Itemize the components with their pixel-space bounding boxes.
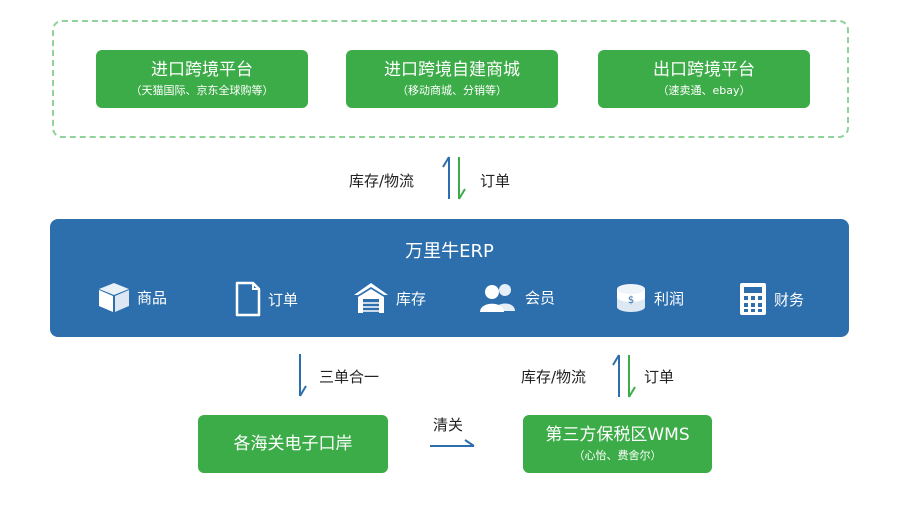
bidirectional-arrow-icon <box>612 354 636 398</box>
erp-module-order: 订单 <box>234 281 298 317</box>
platform-title: 进口跨境自建商城 <box>384 60 520 80</box>
clearance-label: 清关 <box>433 416 464 434</box>
down-arrow-icon <box>299 354 307 397</box>
customs-box: 各海关电子口岸 <box>198 415 388 473</box>
module-label: 会员 <box>525 288 556 307</box>
erp-title: 万里牛ERP <box>405 241 494 262</box>
box-icon <box>99 283 129 312</box>
platform-self-built-mall: 进口跨境自建商城 （移动商城、分销等） <box>346 50 558 108</box>
coins-icon: $ <box>617 284 645 312</box>
svg-text:$: $ <box>628 295 634 306</box>
bidirectional-arrow-icon <box>442 156 466 200</box>
module-label: 商品 <box>137 288 168 307</box>
right-arrow-icon <box>430 439 475 447</box>
platform-subtitle: （移动商城、分销等） <box>397 84 507 97</box>
erp-panel: 万里牛ERP 商品 订单 库存 <box>50 219 849 337</box>
platform-title: 进口跨境平台 <box>151 60 253 80</box>
module-label: 利润 <box>654 289 685 308</box>
flow-top-inventory-label: 库存/物流 <box>349 172 415 190</box>
calculator-icon <box>740 283 766 315</box>
platform-export-cross-border: 出口跨境平台 （速卖通、ebay） <box>598 50 810 108</box>
erp-module-product: 商品 <box>97 281 167 313</box>
customs-title: 各海关电子口岸 <box>233 434 353 454</box>
users-icon <box>480 284 515 312</box>
wms-subtitle: （心怡、费舍尔） <box>573 449 662 462</box>
erp-module-member: 会员 <box>477 281 555 313</box>
three-in-one-label: 三单合一 <box>319 368 380 386</box>
module-label: 订单 <box>268 290 299 309</box>
platform-subtitle: （天猫国际、京东全球购等） <box>130 84 274 97</box>
flow-bottom-inventory-label: 库存/物流 <box>521 368 587 386</box>
warehouse-icon <box>354 283 388 313</box>
module-label: 库存 <box>396 289 427 308</box>
platform-import-cross-border: 进口跨境平台 （天猫国际、京东全球购等） <box>96 50 308 108</box>
erp-module-inventory: 库存 <box>352 281 426 315</box>
flow-bottom-order-label: 订单 <box>644 368 675 386</box>
module-label: 财务 <box>774 290 805 309</box>
erp-module-profit: $ 利润 <box>614 281 684 315</box>
erp-module-finance: 财务 <box>738 281 804 317</box>
platform-subtitle: （速卖通、ebay） <box>657 84 751 97</box>
platforms-group <box>52 20 849 138</box>
wms-title: 第三方保税区WMS <box>545 425 690 445</box>
flow-top-order-label: 订单 <box>480 172 511 190</box>
wms-box: 第三方保税区WMS （心怡、费舍尔） <box>523 415 712 473</box>
platform-title: 出口跨境平台 <box>653 60 755 80</box>
document-icon <box>235 281 261 317</box>
